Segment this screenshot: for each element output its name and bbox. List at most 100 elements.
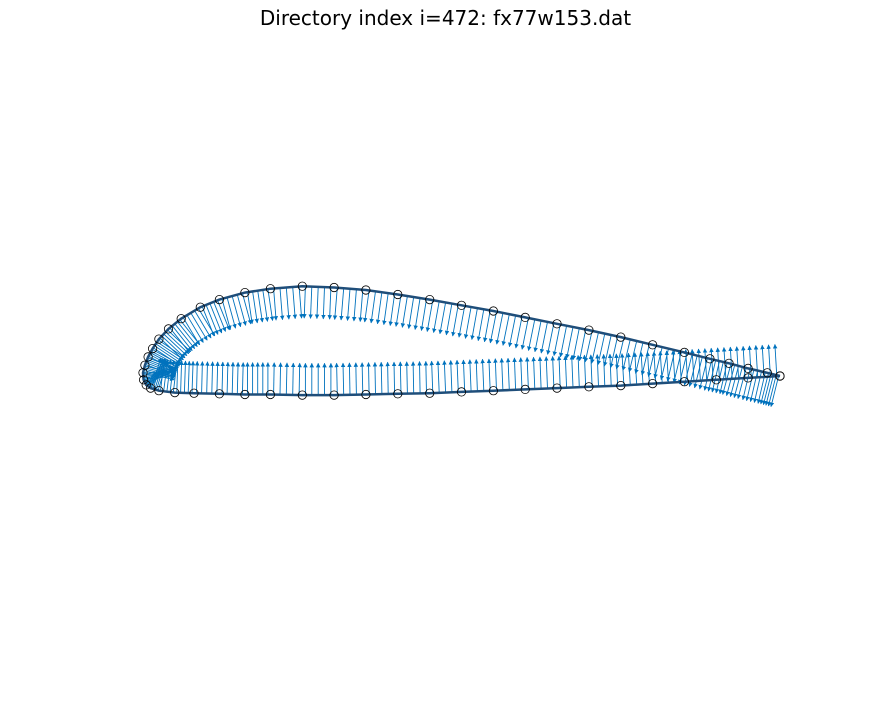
normal-arrows: [143, 286, 780, 408]
normal-arrow: [576, 354, 581, 388]
airfoil-node: [393, 389, 403, 399]
normal-arrow: [345, 288, 351, 321]
normal-arrow: [366, 362, 371, 395]
normal-arrow: [235, 361, 241, 395]
normal-arrow: [707, 359, 717, 392]
normal-arrow: [693, 356, 703, 389]
airfoil-node: [265, 389, 275, 400]
normal-arrow: [353, 362, 359, 395]
normal-arrow: [725, 364, 736, 397]
normal-arrow: [483, 310, 491, 343]
normal-arrow: [209, 303, 223, 334]
airfoil-node: [743, 373, 753, 383]
normal-arrow: [747, 345, 752, 378]
normal-arrow: [767, 374, 777, 407]
normal-arrow: [640, 343, 650, 376]
normal-arrow: [563, 355, 568, 388]
normal-arrow: [647, 345, 657, 377]
normal-arrow: [766, 344, 771, 377]
airfoil-node: [170, 387, 180, 398]
normal-arrow: [448, 360, 454, 393]
normal-arrow: [225, 361, 231, 395]
normal-arrow: [221, 298, 232, 331]
normal-arrow: [226, 297, 237, 329]
airfoil-node: [154, 386, 164, 396]
normal-arrow: [385, 361, 390, 395]
airfoil-node: [711, 375, 721, 385]
normal-arrow: [678, 352, 688, 385]
normal-arrow: [279, 287, 285, 321]
normal-arrow: [252, 291, 259, 324]
normal-arrow: [154, 358, 166, 390]
normal-arrow: [163, 333, 188, 357]
normal-arrow: [171, 325, 193, 352]
normal-arrow: [741, 345, 746, 379]
normal-arrow: [151, 357, 162, 389]
airfoil-node: [552, 383, 562, 393]
normal-arrow: [488, 311, 497, 344]
normal-arrow: [152, 357, 164, 390]
normal-arrow: [514, 316, 523, 349]
normal-arrow: [480, 358, 485, 392]
normal-arrow: [407, 296, 415, 329]
normal-arrow: [544, 356, 549, 389]
normal-arrow: [210, 361, 215, 394]
airfoil-node: [240, 287, 250, 298]
airfoil-node: [361, 389, 371, 400]
airfoil-node: [139, 375, 149, 385]
airfoil-node: [679, 347, 690, 357]
normal-arrow: [340, 362, 346, 395]
normal-arrow: [552, 324, 561, 357]
figure-title: Directory index i=472: fx77w153.dat: [259, 6, 632, 30]
normal-arrow: [709, 347, 714, 381]
normal-arrow: [215, 361, 220, 394]
airfoil-node: [265, 284, 275, 294]
normal-arrow: [759, 372, 769, 405]
normal-arrow: [247, 292, 254, 325]
airfoil-node: [138, 368, 148, 378]
normal-arrow: [308, 286, 313, 319]
normal-arrow: [166, 359, 173, 392]
airfoil-node: [425, 388, 435, 398]
normal-arrow: [683, 354, 693, 386]
normal-arrow: [603, 334, 612, 367]
airfoil-node: [297, 281, 307, 291]
normal-arrow: [156, 341, 184, 360]
normal-arrow: [363, 290, 370, 323]
normal-arrow: [556, 355, 562, 389]
airfoil-node: [195, 302, 205, 312]
normal-arrow: [486, 358, 492, 391]
normal-arrow: [454, 359, 460, 393]
normal-arrow: [474, 359, 479, 392]
normal-arrow: [457, 305, 466, 338]
normal-arrow: [410, 361, 416, 394]
normal-arrow: [240, 362, 246, 395]
normal-arrow: [715, 347, 721, 380]
airfoil-node: [647, 378, 658, 389]
normal-arrow: [165, 331, 190, 355]
normal-arrow: [327, 287, 333, 320]
normal-arrow: [470, 308, 478, 340]
normal-arrow: [476, 309, 485, 342]
airfoil-node: [297, 390, 307, 400]
normal-arrow: [155, 343, 183, 362]
normal-arrow: [571, 328, 580, 360]
normal-arrow: [167, 329, 192, 353]
airfoil-node: [520, 384, 530, 394]
airfoil-node: [214, 294, 224, 305]
normal-arrow: [262, 289, 270, 322]
normal-arrow: [525, 356, 530, 390]
normal-arrow: [614, 353, 619, 386]
normal-arrow: [400, 295, 408, 328]
normal-arrow: [582, 354, 587, 388]
normal-arrow: [302, 286, 307, 319]
normal-arrow: [297, 362, 302, 396]
normal-arrow: [429, 360, 435, 394]
normal-arrow: [267, 289, 275, 322]
airfoil-outline: [141, 284, 781, 397]
normal-arrow: [332, 287, 338, 320]
normal-arrow: [772, 343, 778, 377]
normal-arrow: [198, 308, 216, 337]
airfoil-node: [456, 387, 467, 397]
